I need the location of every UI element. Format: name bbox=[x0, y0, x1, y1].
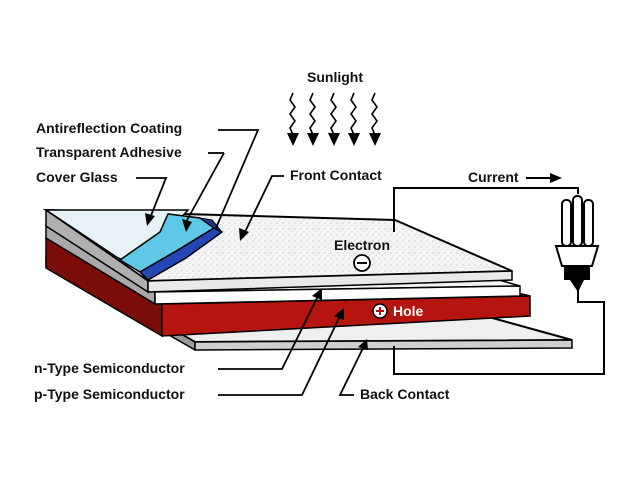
front-contact-leader-line bbox=[243, 175, 284, 235]
arrowhead-icon bbox=[182, 219, 192, 232]
sunlight-arrow-icon bbox=[307, 92, 319, 146]
light-bulb-icon bbox=[554, 195, 600, 292]
p-type-semiconductor-label: p-Type Semiconductor bbox=[34, 386, 185, 402]
n-type-leader-line bbox=[218, 295, 319, 370]
antireflection-coating-label: Antireflection Coating bbox=[36, 120, 182, 136]
sunlight-arrow-icon bbox=[369, 92, 381, 146]
arrowhead-icon bbox=[145, 213, 155, 226]
sunlight-arrow-icon bbox=[328, 92, 340, 146]
current-arrowhead-icon bbox=[550, 173, 562, 183]
antireflection-leader-line bbox=[215, 129, 260, 229]
arrowhead-icon bbox=[358, 339, 368, 350]
transparent-adhesive-leader-line-2 bbox=[185, 152, 225, 223]
p-type-leader-line bbox=[218, 315, 341, 396]
cover-glass-leader-line bbox=[136, 177, 168, 219]
front-contact-label: Front Contact bbox=[290, 167, 382, 183]
circuit-wire bbox=[393, 187, 579, 232]
antireflection-coating bbox=[138, 217, 224, 281]
sunlight-arrows bbox=[287, 92, 381, 146]
hole-label: Hole bbox=[393, 303, 424, 319]
sunlight-arrow-icon bbox=[348, 92, 360, 146]
cover-glass-label: Cover Glass bbox=[36, 169, 118, 185]
back-contact-leader-line bbox=[338, 345, 365, 396]
circuit-wire bbox=[393, 288, 605, 375]
back-contact-label: Back Contact bbox=[360, 386, 450, 402]
electron-icon bbox=[353, 254, 371, 272]
n-type-semiconductor-label: n-Type Semiconductor bbox=[34, 360, 185, 376]
transparent-adhesive-label: Transparent Adhesive bbox=[36, 144, 182, 160]
arrowhead-icon bbox=[312, 288, 322, 300]
arrowhead-icon bbox=[334, 308, 344, 320]
sunlight-arrow-icon bbox=[287, 92, 299, 146]
electron-label: Electron bbox=[334, 237, 390, 253]
arrowhead-icon bbox=[239, 228, 249, 241]
hole-icon bbox=[372, 303, 388, 319]
sunlight-label: Sunlight bbox=[307, 69, 363, 85]
current-label: Current bbox=[468, 169, 519, 185]
